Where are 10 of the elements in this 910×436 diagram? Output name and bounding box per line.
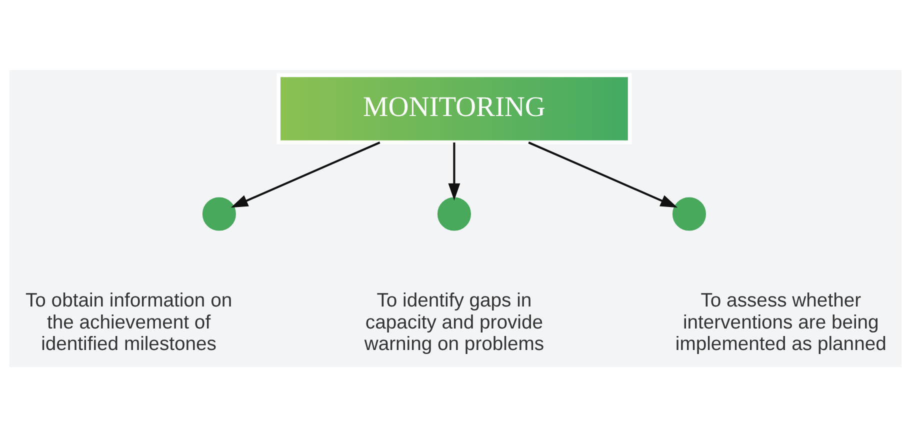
arrow [448,142,460,200]
node-circle [436,196,470,230]
node-circle [202,196,236,230]
node-label: To obtain information on the achievement of identified milestones [24,288,232,355]
arrow [528,141,678,208]
node-box: MONITORING [276,72,632,144]
node-circle [672,196,706,230]
node-label: To assess whether interventions are being implemented as planned [674,288,886,355]
node-label: To identify gaps in capacity and provide warning on problems [364,288,544,355]
arrow [230,141,380,208]
